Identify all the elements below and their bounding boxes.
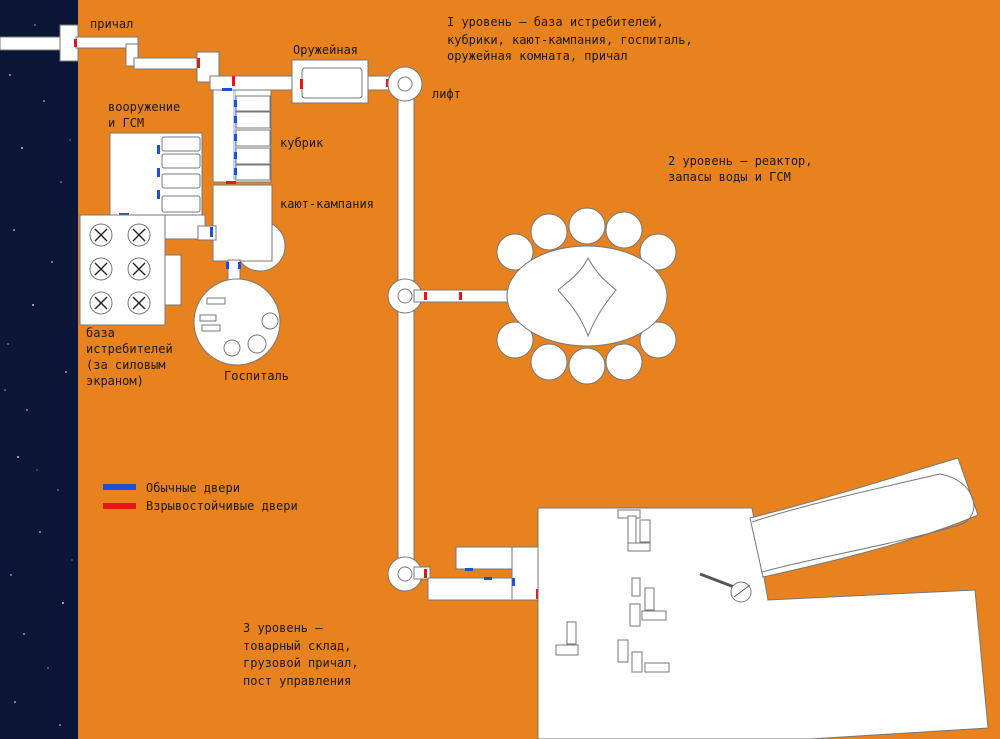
legend: Обычные двери Взрывостойчивые двери [103,481,298,513]
legend-regular-door-swatch [103,484,136,490]
regular-door [234,152,237,159]
armament-label-line1: вооружение [108,100,180,114]
regular-door [210,227,213,237]
wardroom [119,184,286,272]
blast-door [226,181,236,184]
regular-door [157,145,160,154]
space-background [0,0,78,739]
blast-door [300,79,303,89]
quarters [212,88,272,184]
blast-door [424,569,427,578]
level1-description-line2: кубрики, кают-кампания, госпиталь, [447,33,693,47]
level3-description-line4: пост управления [243,674,351,688]
regular-door [512,578,515,586]
hospital [193,259,281,366]
level1-description-line3: оружейная комната, причал [447,49,628,63]
legend-regular-doors: Обычные двери [146,481,240,495]
regular-door [222,88,232,91]
hospital-label: Госпиталь [224,369,289,383]
regular-door [234,134,237,141]
regular-door [465,568,473,571]
blast-door [197,58,200,68]
level1-description-line1: I уровень – база истребителей, [447,15,664,29]
regular-door [234,116,237,123]
armament-storage [109,132,203,217]
armament-label-line2: и ГСМ [108,116,144,130]
blast-door [232,76,235,86]
dock-label: причал [90,17,133,31]
blast-door [386,79,389,87]
reactor [413,207,677,385]
regular-door [157,190,160,199]
regular-door [238,262,241,269]
fighter-base-label-line2: истребителей [86,342,173,356]
legend-blast-door-swatch [103,503,136,509]
lift-label: лифт [432,87,461,101]
level2-description-line1: 2 уровень – реактор, [668,154,813,168]
fighter-base-label-line3: (за силовым [86,358,165,372]
quarters-label: кубрик [280,136,324,150]
regular-door [484,577,492,580]
dock [0,24,203,70]
level3-description-line3: грузовой причал, [243,656,359,670]
blast-door [424,292,427,300]
level2-description-line2: запасы воды и ГСМ [668,170,791,184]
level3-description-line1: 3 уровень – [243,621,323,635]
regular-door [234,100,237,107]
cargo-hold [413,457,989,739]
legend-blast-doors: Взрывостойчивые двери [146,499,298,513]
armory-label: Оружейная [293,43,358,57]
stars [4,24,73,726]
fighter-base-label-line4: экраном) [86,374,144,388]
fighter-base-label-line1: база [86,326,115,340]
blast-door [459,292,462,300]
regular-door [157,168,160,177]
regular-door [234,168,237,175]
regular-door [226,262,229,269]
armory [291,59,369,104]
blast-door [74,39,77,47]
wardroom-label: кают-кампания [280,197,374,211]
level3-description-line2: товарный склад, [243,639,351,653]
lift-shaft [387,66,423,592]
fighter-base [79,214,182,326]
